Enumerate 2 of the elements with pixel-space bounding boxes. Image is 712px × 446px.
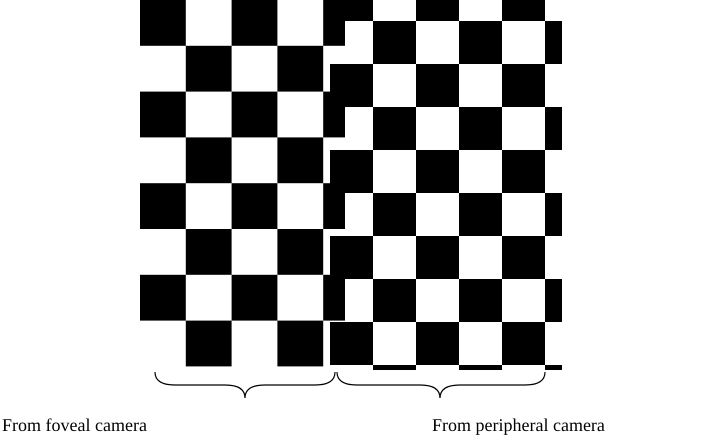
caption-text: From foveal camera (2, 415, 147, 436)
caption-text: From peripheral camera (432, 415, 605, 436)
